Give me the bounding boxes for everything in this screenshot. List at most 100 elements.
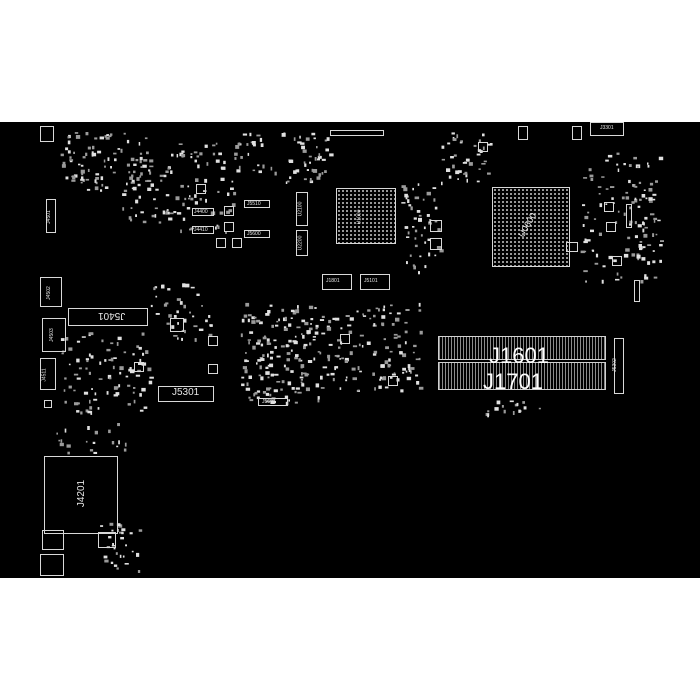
- smd-pad: [87, 410, 91, 414]
- square-part: [134, 362, 144, 372]
- smd-pad: [319, 319, 325, 321]
- smd-pad: [249, 331, 254, 334]
- smd-pad: [648, 197, 653, 201]
- smd-pad: [327, 357, 330, 362]
- label-j5302: J5302: [611, 358, 618, 372]
- smd-pad: [129, 176, 133, 180]
- smd-pad: [95, 173, 100, 176]
- smd-pad: [418, 302, 421, 307]
- smd-pad: [316, 146, 318, 149]
- smd-pad: [176, 310, 179, 314]
- ic-u2100: [296, 192, 308, 226]
- smd-pad: [244, 359, 248, 363]
- smd-pad: [280, 388, 283, 391]
- smd-pad: [623, 163, 626, 166]
- smd-pad: [113, 547, 116, 550]
- smd-pad: [305, 387, 310, 392]
- smd-pad: [642, 222, 645, 225]
- smd-pad: [67, 451, 70, 455]
- smd-pad: [629, 220, 633, 224]
- smd-pad: [93, 451, 98, 454]
- smd-pad: [120, 537, 124, 540]
- connector-j5510: [244, 200, 270, 208]
- smd-pad: [74, 402, 79, 406]
- smd-pad: [150, 183, 154, 187]
- smd-pad: [253, 393, 256, 397]
- smd-pad: [414, 196, 420, 200]
- smd-pad: [65, 176, 69, 180]
- smd-pad: [203, 190, 207, 192]
- connector-j5601: [258, 398, 288, 406]
- smd-pad: [59, 442, 64, 447]
- smd-pad: [615, 221, 618, 224]
- ic-u2200: [296, 230, 308, 256]
- smd-pad: [637, 224, 642, 228]
- smd-pad: [166, 322, 170, 325]
- smd-pad: [414, 237, 417, 240]
- smd-pad: [650, 213, 655, 216]
- square-part: [98, 532, 116, 548]
- smd-pad: [231, 203, 236, 207]
- smd-pad: [321, 332, 326, 335]
- smd-pad: [100, 189, 103, 192]
- smd-pad: [652, 250, 655, 252]
- smd-pad: [583, 177, 588, 179]
- smd-pad: [153, 287, 156, 291]
- smd-pad: [405, 370, 408, 373]
- connector-j4501: [46, 199, 56, 233]
- smd-pad: [142, 220, 147, 224]
- smd-pad: [396, 312, 401, 315]
- smd-pad: [478, 168, 481, 170]
- smd-pad: [428, 221, 431, 223]
- component-field: [56, 132, 664, 573]
- smd-pad: [352, 345, 358, 348]
- smd-pad: [242, 366, 247, 370]
- smd-pad: [318, 153, 321, 157]
- smd-pad: [175, 196, 180, 201]
- smd-pad: [455, 170, 460, 175]
- smd-pad: [256, 362, 258, 365]
- smd-pad: [69, 159, 74, 161]
- smd-pad: [412, 187, 414, 191]
- smd-pad: [248, 341, 250, 345]
- smd-pad: [105, 136, 110, 140]
- smd-pad: [345, 315, 350, 317]
- smd-pad: [301, 333, 303, 336]
- smd-pad: [112, 365, 115, 370]
- smd-pad: [269, 387, 272, 390]
- smd-pad: [315, 383, 320, 388]
- smd-pad: [482, 133, 485, 137]
- smd-pad: [240, 156, 243, 159]
- smd-pad: [496, 400, 501, 405]
- connector-j3301: [590, 122, 624, 136]
- smd-pad: [73, 389, 76, 392]
- smd-pad: [68, 347, 73, 351]
- smd-pad: [241, 383, 245, 387]
- smd-pad: [171, 153, 174, 157]
- smd-pad: [165, 210, 168, 215]
- smd-pad: [220, 177, 225, 181]
- smd-pad: [286, 358, 290, 362]
- smd-pad: [328, 343, 333, 346]
- smd-pad: [428, 252, 431, 257]
- smd-pad: [64, 400, 67, 404]
- smd-pad: [106, 134, 109, 137]
- smd-pad: [189, 195, 191, 198]
- smd-pad: [193, 151, 198, 154]
- smd-pad: [269, 363, 274, 368]
- smd-pad: [638, 181, 642, 184]
- smd-pad: [434, 206, 438, 210]
- smd-pad: [126, 163, 130, 167]
- smd-pad: [69, 156, 72, 159]
- smd-pad: [60, 338, 65, 341]
- smd-pad: [638, 244, 642, 248]
- smd-pad: [633, 184, 636, 188]
- smd-pad: [309, 178, 312, 182]
- smd-pad: [88, 353, 91, 357]
- smd-pad: [494, 407, 499, 411]
- smd-pad: [100, 525, 104, 527]
- square-part: [224, 206, 234, 216]
- smd-pad: [129, 532, 133, 535]
- smd-pad: [116, 342, 119, 346]
- smd-pad: [297, 305, 299, 309]
